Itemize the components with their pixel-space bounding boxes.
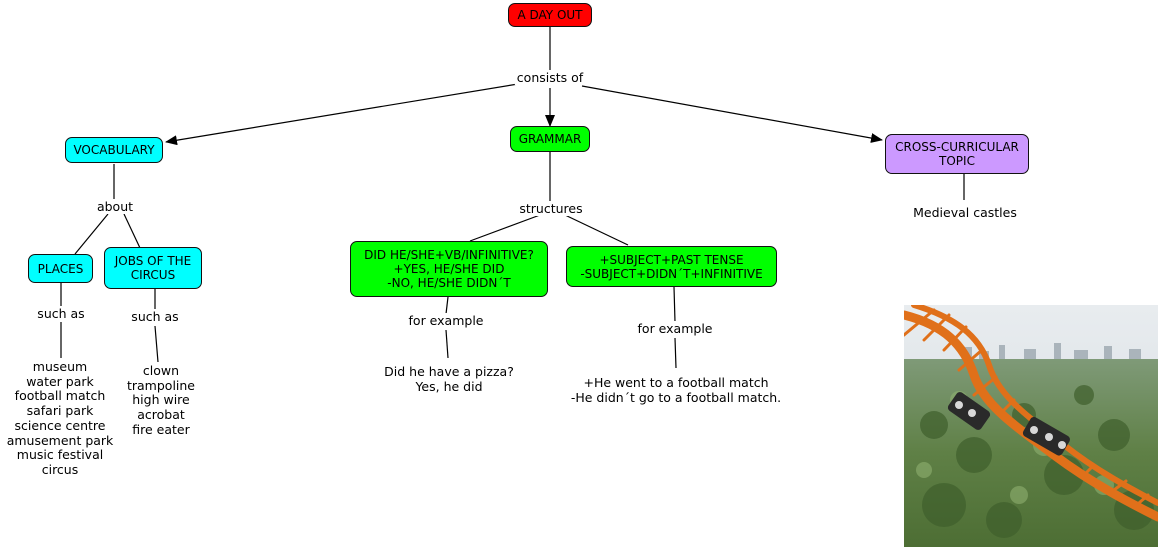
list-item: museum bbox=[32, 359, 88, 374]
title-label: A DAY OUT bbox=[517, 8, 583, 22]
list-item: football match bbox=[14, 388, 106, 404]
places-label: PLACES bbox=[37, 261, 84, 276]
list-item: clown bbox=[142, 363, 180, 378]
vocabulary-node[interactable]: VOCABULARY bbox=[65, 137, 163, 163]
vocabulary-label: VOCABULARY bbox=[73, 143, 155, 157]
question-structure-node[interactable]: DID HE/SHE+VB/INFINITIVE? +YES, HE/SHE D… bbox=[350, 241, 548, 297]
statement-example: +He went to a football match -He didn´t … bbox=[568, 375, 784, 405]
question-example: Did he have a pizza? Yes, he did bbox=[382, 364, 516, 394]
roller-coaster-photo bbox=[904, 305, 1158, 547]
title-node[interactable]: A DAY OUT bbox=[508, 3, 592, 27]
question-structure-label: DID HE/SHE+VB/INFINITIVE? +YES, HE/SHE D… bbox=[364, 248, 534, 290]
list-item: music festival bbox=[16, 447, 104, 463]
jobs-label: JOBS OF THE CIRCUS bbox=[114, 254, 192, 282]
list-item: science centre bbox=[14, 417, 106, 433]
list-item: amusement park bbox=[6, 432, 114, 448]
link-for-example-questions: for example bbox=[406, 313, 486, 328]
link-for-example-statements: for example bbox=[635, 321, 715, 336]
cross-curricular-label: CROSS-CURRICULAR TOPIC bbox=[895, 140, 1019, 168]
list-item: trampoline bbox=[126, 377, 196, 393]
list-item: high wire bbox=[132, 392, 190, 408]
link-about: about bbox=[94, 199, 136, 214]
places-node[interactable]: PLACES bbox=[28, 254, 93, 283]
link-such-as-jobs: such as bbox=[129, 309, 181, 324]
link-structures: structures bbox=[517, 201, 585, 216]
list-item: circus bbox=[41, 461, 79, 477]
list-item: fire eater bbox=[132, 421, 190, 437]
grammar-label: GRAMMAR bbox=[518, 132, 582, 146]
link-such-as-places: such as bbox=[35, 306, 87, 321]
statement-structure-label: +SUBJECT+PAST TENSE -SUBJECT+DIDN´T+INFI… bbox=[580, 252, 763, 281]
list-item: water park bbox=[26, 373, 94, 389]
cross-curricular-node[interactable]: CROSS-CURRICULAR TOPIC bbox=[885, 134, 1029, 174]
jobs-node[interactable]: JOBS OF THE CIRCUS bbox=[104, 247, 202, 289]
topic-medieval-castles: Medieval castles bbox=[911, 205, 1019, 220]
list-item: acrobat bbox=[137, 407, 185, 423]
grammar-node[interactable]: GRAMMAR bbox=[510, 126, 590, 152]
list-item: safari park bbox=[26, 403, 94, 419]
link-consists-of: consists of bbox=[514, 70, 586, 85]
statement-structure-node[interactable]: +SUBJECT+PAST TENSE -SUBJECT+DIDN´T+INFI… bbox=[566, 246, 777, 287]
